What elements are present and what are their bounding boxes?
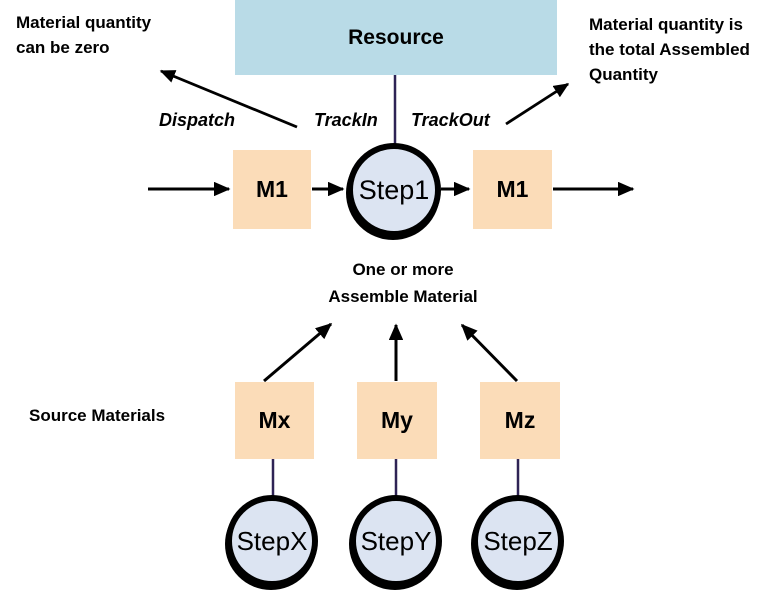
- material-label: Mx: [258, 407, 291, 433]
- trackout-label: TrackOut: [411, 110, 490, 130]
- material-box-mz: Mz: [480, 382, 560, 459]
- note-quantity-zero: Material quantity can be zero: [16, 13, 152, 57]
- resource-label: Resource: [348, 25, 444, 49]
- step-label: StepX: [236, 525, 308, 556]
- dispatch-label: Dispatch: [159, 110, 236, 130]
- step-circle-step1: Step1: [347, 143, 441, 237]
- mz-assemble-arrow: [460, 323, 519, 383]
- material-label: M1: [256, 176, 288, 202]
- material-label: My: [381, 407, 413, 433]
- step-circle-stepx: StepX: [226, 495, 318, 587]
- resource-box: Resource: [235, 0, 557, 75]
- material-box-my: My: [357, 382, 437, 459]
- source-materials-label: Source Materials: [29, 406, 166, 425]
- mx-assemble-arrow: [263, 322, 333, 383]
- step-circle-stepy: StepY: [350, 495, 442, 587]
- trackout-annotation-arrow: [505, 82, 570, 126]
- material-box-mx: Mx: [235, 382, 314, 459]
- step-label: StepZ: [483, 525, 553, 556]
- material-label: Mz: [504, 407, 536, 433]
- trackin-label: TrackIn: [314, 110, 378, 130]
- step-circle-stepz: StepZ: [472, 495, 564, 587]
- material-box-m1-out: M1: [473, 150, 552, 229]
- step-label: StepY: [360, 525, 432, 556]
- step-label: Step1: [358, 174, 430, 205]
- material-box-m1-in: M1: [233, 150, 311, 229]
- material-label: M1: [496, 176, 529, 202]
- note-assemble-material: One or more Assemble Material: [328, 260, 478, 306]
- note-total-assembled-quantity: Material quantity is the total Assembled…: [589, 15, 750, 84]
